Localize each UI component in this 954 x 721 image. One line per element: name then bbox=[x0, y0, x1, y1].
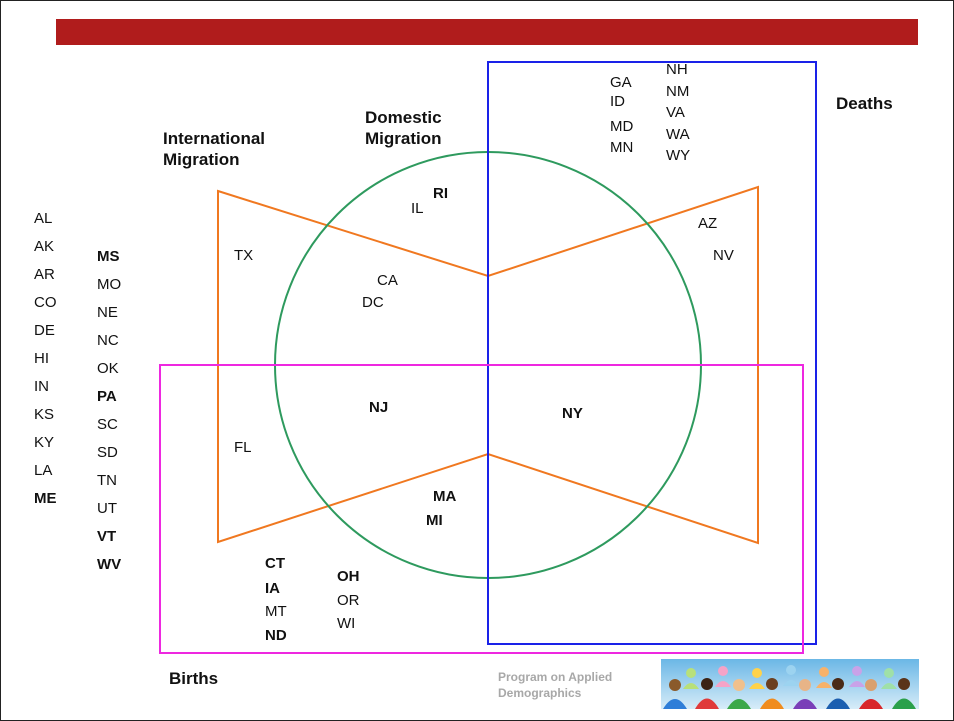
state-label-VA: VA bbox=[666, 104, 685, 121]
state-label-MD: MD bbox=[610, 118, 634, 135]
deaths-heading: Deaths bbox=[836, 94, 893, 113]
footer-line2: Demographics bbox=[498, 686, 582, 700]
state-label-MN: MN bbox=[610, 139, 634, 156]
state-label-AL: AL bbox=[34, 210, 53, 227]
state-label-RI: RI bbox=[433, 185, 448, 202]
state-label-MO: MO bbox=[97, 276, 122, 293]
footer-line1: Program on Applied bbox=[498, 670, 613, 684]
deaths-rectangle bbox=[487, 61, 817, 645]
state-label-NY: NY bbox=[562, 405, 583, 422]
state-label-SD: SD bbox=[97, 444, 118, 461]
domestic-heading-line2: Migration bbox=[365, 129, 442, 148]
state-label-MT: MT bbox=[265, 603, 287, 620]
state-label-FL: FL bbox=[234, 439, 252, 456]
state-label-AR: AR bbox=[34, 266, 55, 283]
state-label-TX: TX bbox=[234, 247, 254, 264]
births-rectangle bbox=[159, 364, 804, 654]
state-label-UT: UT bbox=[97, 500, 117, 517]
title-banner bbox=[56, 19, 918, 45]
state-label-MA: MA bbox=[433, 488, 457, 505]
state-label-IA: IA bbox=[265, 580, 280, 597]
state-label-MI: MI bbox=[426, 512, 443, 529]
state-label-OR: OR bbox=[337, 592, 360, 609]
state-label-TN: TN bbox=[97, 472, 117, 489]
international-heading-line2: Migration bbox=[163, 150, 240, 169]
state-label-KY: KY bbox=[34, 434, 55, 451]
footer-organization: Program on Applied Demographics bbox=[498, 669, 612, 701]
births-heading: Births bbox=[169, 669, 219, 688]
state-label-NV: NV bbox=[713, 247, 734, 264]
state-label-DE: DE bbox=[34, 322, 55, 339]
state-label-WI: WI bbox=[337, 615, 356, 632]
state-label-ID: ID bbox=[610, 93, 625, 110]
state-label-CA: CA bbox=[377, 272, 398, 289]
state-label-AK: AK bbox=[34, 238, 55, 255]
state-label-AZ: AZ bbox=[698, 215, 718, 232]
state-label-IN: IN bbox=[34, 378, 49, 395]
state-label-PA: PA bbox=[97, 388, 117, 405]
state-label-WA: WA bbox=[666, 126, 690, 143]
state-label-MS: MS bbox=[97, 248, 120, 265]
state-label-NH: NH bbox=[666, 61, 688, 78]
state-label-NM: NM bbox=[666, 83, 690, 100]
state-label-CT: CT bbox=[265, 555, 285, 572]
state-label-NE: NE bbox=[97, 304, 118, 321]
state-label-NC: NC bbox=[97, 332, 119, 349]
state-label-NJ: NJ bbox=[369, 399, 389, 416]
state-label-LA: LA bbox=[34, 462, 53, 479]
state-label-WV: WV bbox=[97, 556, 122, 573]
state-label-IL: IL bbox=[411, 200, 424, 217]
state-label-CO: CO bbox=[34, 294, 57, 311]
international-heading-line1: International bbox=[163, 129, 266, 148]
state-label-ME: ME bbox=[34, 490, 57, 507]
domestic-heading-line1: Domestic bbox=[365, 108, 442, 127]
state-label-SC: SC bbox=[97, 416, 118, 433]
state-label-HI: HI bbox=[34, 350, 49, 367]
state-label-OH: OH bbox=[337, 568, 360, 585]
state-label-ND: ND bbox=[265, 627, 287, 644]
international-migration-heading: International Migration bbox=[163, 128, 265, 170]
state-label-WY: WY bbox=[666, 147, 691, 164]
domestic-migration-heading: Domestic Migration bbox=[365, 107, 442, 149]
state-label-KS: KS bbox=[34, 406, 55, 423]
state-label-OK: OK bbox=[97, 360, 119, 377]
state-label-VT: VT bbox=[97, 528, 117, 545]
state-label-DC: DC bbox=[362, 294, 384, 311]
state-label-GA: GA bbox=[610, 74, 632, 91]
crowd-of-people-icon bbox=[661, 659, 919, 709]
